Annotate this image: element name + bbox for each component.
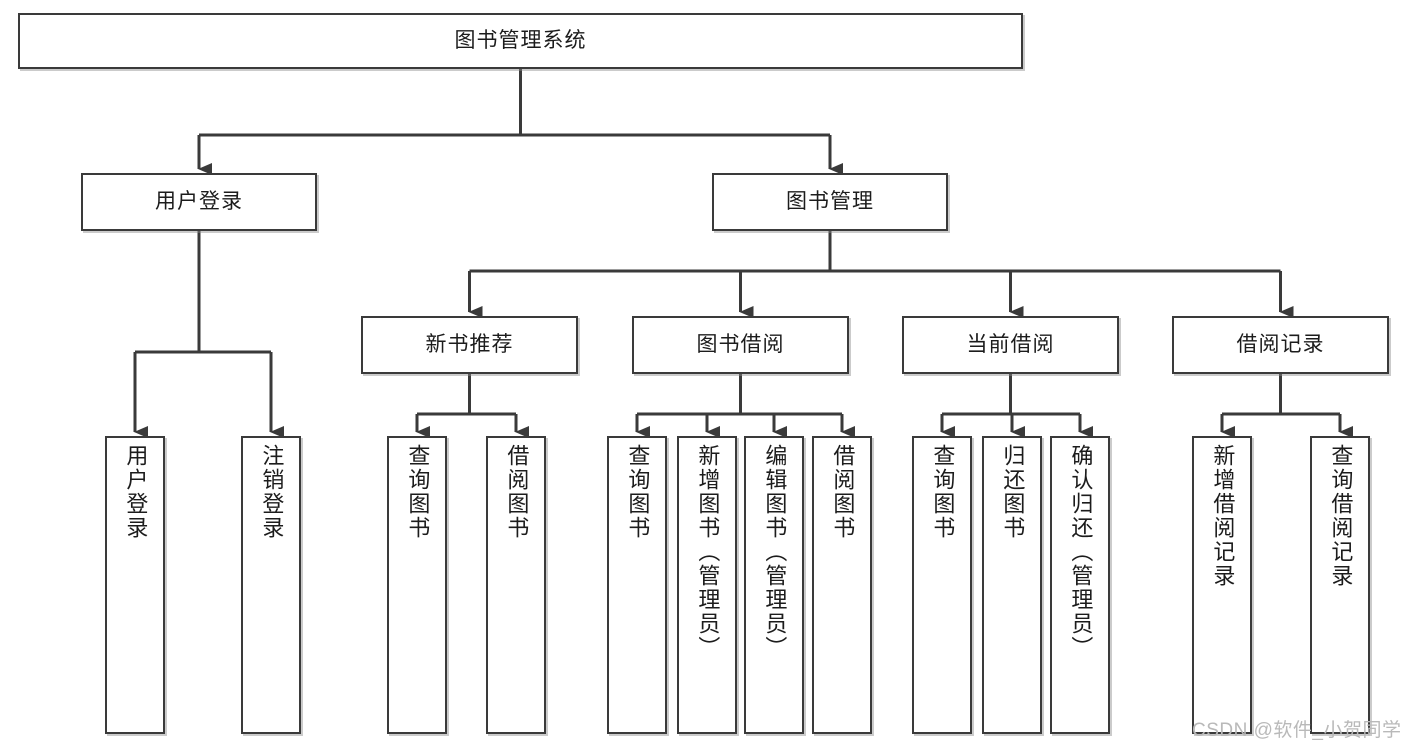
- node-leaf-user-logout[interactable]: 注销登录: [241, 436, 301, 734]
- watermark: CSDN @软件_小贺同学: [1192, 720, 1402, 741]
- node-leaf-user-login-label: 用户登录: [123, 444, 149, 540]
- node-borrow-record[interactable]: 借阅记录: [1172, 316, 1389, 374]
- node-leaf-borrow-book-2[interactable]: 借阅图书: [812, 436, 872, 734]
- node-leaf-confirm-return[interactable]: 确认归还（管理员）: [1050, 436, 1110, 734]
- node-leaf-add-book-label: 新增图书（管理员）: [695, 444, 721, 660]
- node-leaf-query-book-1[interactable]: 查询图书: [387, 436, 447, 734]
- node-leaf-edit-book[interactable]: 编辑图书（管理员）: [744, 436, 804, 734]
- node-leaf-user-login[interactable]: 用户登录: [105, 436, 165, 734]
- node-leaf-query-borrow-record[interactable]: 查询借阅记录: [1310, 436, 1370, 734]
- node-borrow-record-label: 借阅记录: [1236, 333, 1325, 357]
- node-current-borrow-label: 当前借阅: [966, 333, 1055, 357]
- node-book-manage[interactable]: 图书管理: [712, 173, 948, 231]
- node-leaf-add-book[interactable]: 新增图书（管理员）: [677, 436, 737, 734]
- node-leaf-borrow-book-2-label: 借阅图书: [830, 444, 856, 540]
- node-book-borrow-label: 图书借阅: [696, 333, 785, 357]
- node-user-login[interactable]: 用户登录: [81, 173, 317, 231]
- node-leaf-confirm-return-label: 确认归还（管理员）: [1068, 444, 1094, 660]
- node-leaf-add-borrow-record-label: 新增借阅记录: [1210, 444, 1236, 588]
- node-current-borrow[interactable]: 当前借阅: [902, 316, 1119, 374]
- node-root-label: 图书管理系统: [454, 29, 587, 53]
- node-new-book-recommend[interactable]: 新书推荐: [361, 316, 578, 374]
- node-root[interactable]: 图书管理系统: [18, 13, 1023, 69]
- node-leaf-add-borrow-record[interactable]: 新增借阅记录: [1192, 436, 1252, 734]
- node-leaf-borrow-book-1-label: 借阅图书: [504, 444, 530, 540]
- node-leaf-query-book-2[interactable]: 查询图书: [607, 436, 667, 734]
- node-leaf-edit-book-label: 编辑图书（管理员）: [762, 444, 788, 660]
- node-leaf-return-book-label: 归还图书: [1000, 444, 1026, 540]
- node-leaf-query-borrow-record-label: 查询借阅记录: [1328, 444, 1354, 588]
- node-leaf-query-book-2-label: 查询图书: [625, 444, 651, 540]
- node-leaf-user-logout-label: 注销登录: [259, 444, 285, 540]
- node-leaf-query-book-3[interactable]: 查询图书: [912, 436, 972, 734]
- node-user-login-label: 用户登录: [155, 190, 243, 214]
- node-leaf-borrow-book-1[interactable]: 借阅图书: [486, 436, 546, 734]
- node-leaf-query-book-1-label: 查询图书: [405, 444, 431, 540]
- node-book-manage-label: 图书管理: [786, 190, 874, 214]
- node-leaf-return-book[interactable]: 归还图书: [982, 436, 1042, 734]
- node-book-borrow[interactable]: 图书借阅: [632, 316, 849, 374]
- node-new-book-recommend-label: 新书推荐: [425, 333, 514, 357]
- node-leaf-query-book-3-label: 查询图书: [930, 444, 956, 540]
